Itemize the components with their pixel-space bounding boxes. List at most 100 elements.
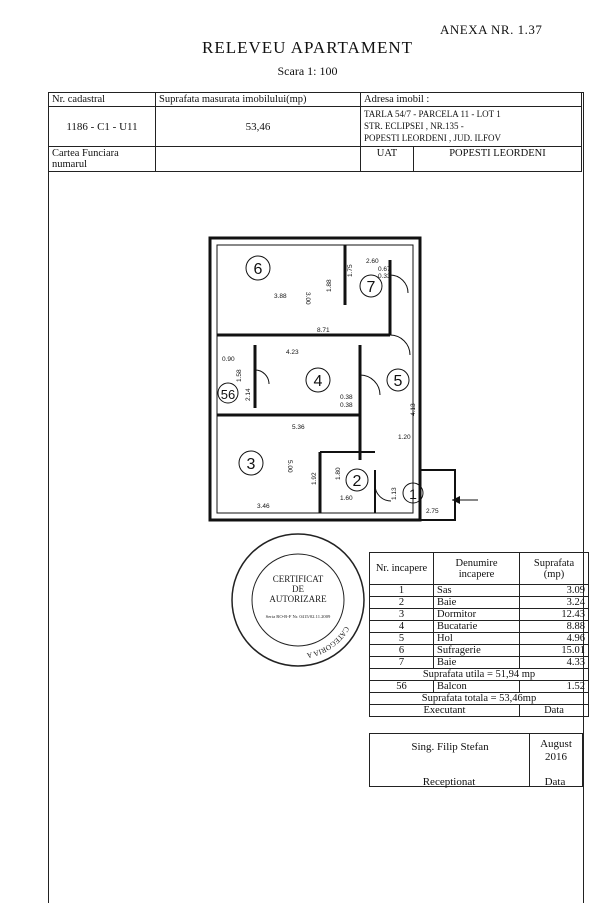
useful-area: Suprafata utila = 51,94 mp: [369, 668, 589, 681]
col-header: Denumire incapere: [433, 552, 520, 585]
stamp-line: DE: [292, 584, 304, 594]
reception-block: Receptionat Data: [369, 770, 581, 794]
room-marker: [238, 450, 264, 476]
dimension-label: 0.38: [340, 402, 353, 409]
room-marker: [217, 382, 239, 404]
room-area: 1.52: [519, 680, 589, 693]
entrance-notch: [419, 469, 456, 521]
door-swing: [254, 369, 270, 385]
room-nr: 1: [369, 584, 434, 597]
rooms-table: Nr. incapere Denumire incapere Suprafata…: [369, 552, 589, 717]
room-area: 15.01: [519, 644, 589, 657]
plan-walls: [208, 236, 456, 522]
dimension-label: 0.90: [222, 356, 235, 363]
room-marker: [345, 468, 369, 492]
dimension-label: 1.58: [236, 369, 243, 382]
room-number: 2: [353, 473, 362, 490]
uat-label: UAT: [360, 146, 414, 172]
executant-label: Executant: [369, 704, 520, 717]
room-nr: 6: [369, 644, 434, 657]
entrance-arrow-head: [452, 496, 460, 504]
dimension-label: 3.00: [304, 292, 311, 305]
dimension-label: 1.13: [391, 487, 398, 500]
cadastral-label: Nr. cadastral: [48, 92, 156, 107]
dimension-label: 0.33: [378, 273, 391, 280]
room-area: 4.33: [519, 656, 589, 669]
room-number: 7: [367, 279, 376, 296]
floor-plan: 6 7 4 5 56 3 2 1 2.60 0.67 0.33 1.75 3.8…: [208, 236, 478, 522]
room-area: 3.24: [519, 596, 589, 609]
land-book-value: [155, 146, 361, 172]
stamp-serial: Seria RO-B-F Nr. 0415/02.11.2009: [266, 614, 331, 619]
room-nr: 56: [369, 680, 434, 693]
room-number: 3: [247, 456, 256, 473]
room-marker: [245, 255, 271, 281]
dimension-label: 0.67: [378, 266, 391, 273]
stamp-line: AUTORIZARE: [269, 594, 327, 604]
room-area: 4.96: [519, 632, 589, 645]
scale-label: Scara 1: 100: [277, 64, 338, 78]
room-number: 56: [221, 387, 235, 402]
address-value: TARLA 54/7 - PARCELA 11 - LOT 1 STR. ECL…: [360, 106, 582, 147]
dimension-label: 1.60: [340, 495, 353, 502]
room-number: 1: [409, 486, 417, 502]
address-line: TARLA 54/7 - PARCELA 11 - LOT 1: [364, 109, 501, 119]
room-name: Bucatarie: [433, 620, 520, 633]
annex-number: ANEXA NR. 1.37: [440, 22, 543, 37]
dimension-label: 3.46: [257, 503, 270, 510]
dimension-label: 1.20: [398, 434, 411, 441]
room-nr: 5: [369, 632, 434, 645]
room-number: 4: [314, 373, 323, 390]
area-label: Suprafata masurata imobilului(mp): [155, 92, 361, 107]
door-swing: [389, 334, 411, 356]
dimension-label: 8.71: [317, 327, 330, 334]
land-book-label: Cartea Funciara numarul: [48, 146, 156, 172]
door-swing: [374, 484, 392, 502]
dimension-label: 4.13: [410, 403, 417, 416]
room-area: 3.09: [519, 584, 589, 597]
signature-block: Sing. Filip Stefan August 2016: [369, 733, 583, 787]
signature-date: August 2016: [540, 738, 572, 763]
address-line: POPESTI LEORDENI , JUD. ILFOV: [364, 133, 501, 143]
room-area: 12.43: [519, 608, 589, 621]
room-name: Hol: [433, 632, 520, 645]
room-nr: 4: [369, 620, 434, 633]
room-number: 5: [394, 373, 403, 390]
address-line: STR. ECLIPSEI , NR.135 -: [364, 121, 464, 131]
col-header: Suprafata (mp): [519, 552, 589, 585]
col-header: Nr. incapere: [369, 552, 434, 585]
room-area: 8.88: [519, 620, 589, 633]
document-title: RELEVEU APARTAMENT: [202, 38, 413, 57]
door-swing: [389, 274, 409, 294]
dimension-label: 2.14: [245, 388, 252, 401]
authorization-stamp: CATEGORIA A CERTIFICAT DE AUTORIZARE Ser…: [231, 533, 365, 667]
dimension-label: 1.88: [326, 279, 333, 292]
cadastral-value: 1186 - C1 - U11: [48, 106, 156, 147]
stamp-line: CERTIFICAT: [273, 574, 324, 584]
room-marker: [402, 482, 424, 504]
dimension-label: 2.60: [366, 258, 379, 265]
room-name: Baie: [433, 656, 520, 669]
total-area: Suprafata totala = 53,46mp: [369, 692, 589, 705]
room-nr: 7: [369, 656, 434, 669]
dimension-label: 5.00: [286, 460, 293, 473]
dimension-label: 2.75: [426, 508, 439, 515]
room-marker: [305, 367, 331, 393]
address-label: Adresa imobil :: [360, 92, 582, 107]
dimension-label: 3.88: [274, 293, 287, 300]
area-value: 53,46: [155, 106, 361, 147]
date-label: Data: [519, 704, 589, 717]
dimension-label: 4.23: [286, 349, 299, 356]
room-marker: [386, 368, 410, 392]
room-marker: [359, 274, 383, 298]
room-name: Sufragerie: [433, 644, 520, 657]
room-name: Dormitor: [433, 608, 520, 621]
uat-value: POPESTI LEORDENI: [413, 146, 582, 172]
